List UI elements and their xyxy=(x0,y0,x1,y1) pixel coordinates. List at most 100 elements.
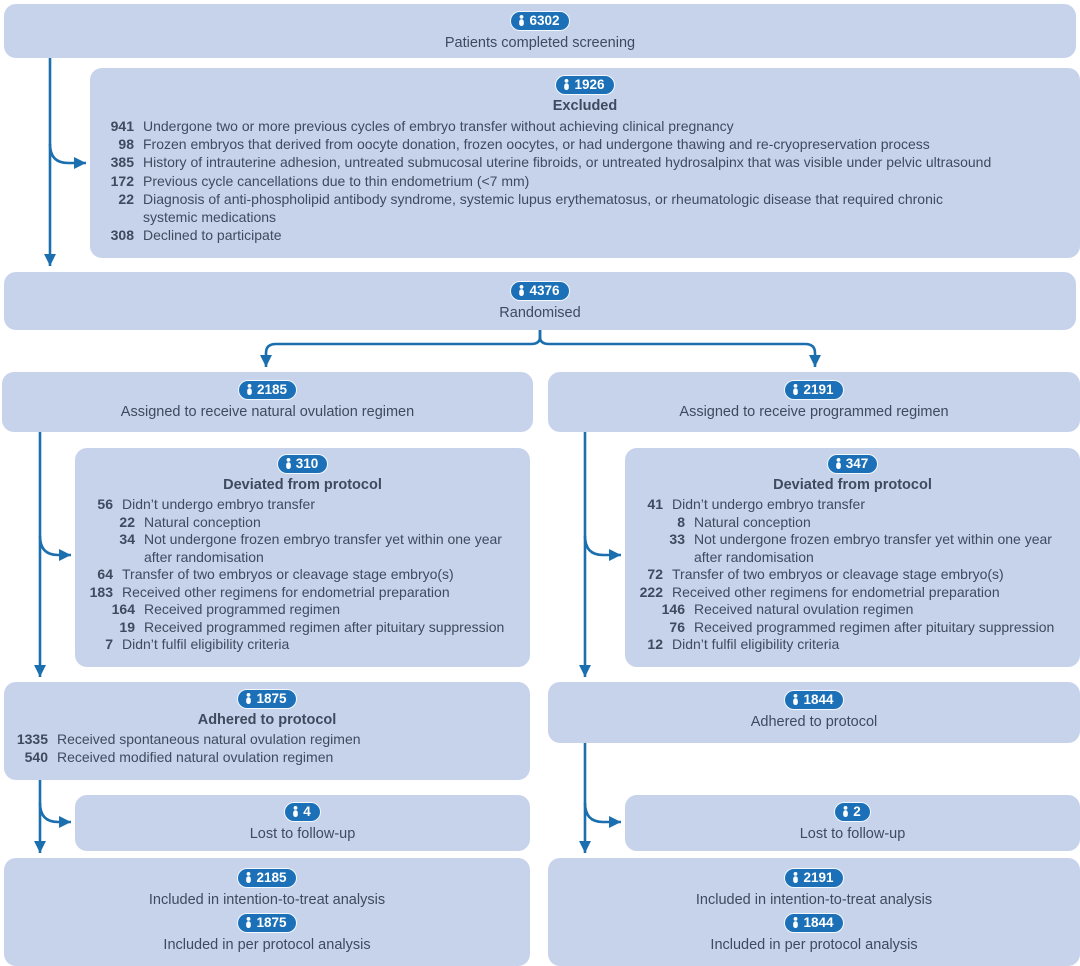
item-count: 64 xyxy=(97,566,113,582)
item-text: Received programmed regimen after pituit… xyxy=(694,618,1055,635)
person-icon xyxy=(246,872,252,883)
per-protocol-analysis: 1875 Included in per protocol analysis xyxy=(163,913,371,954)
item-text: Not undergone frozen embryo transfer yet… xyxy=(144,531,502,565)
item-text: Declined to participate xyxy=(143,227,282,244)
list-item: 19 Received programmed regimen after pitu… xyxy=(75,619,530,637)
box-label: Included in per protocol analysis xyxy=(163,937,371,953)
itt-analysis: 2191 Included in intention-to-treat anal… xyxy=(696,868,932,909)
item-count: 1335 xyxy=(16,731,48,747)
count-value: 1875 xyxy=(256,915,287,930)
count-badge: 1875 xyxy=(237,689,297,709)
count-value: 347 xyxy=(845,456,869,471)
programmed-adhered-box: 1844 Adhered to protocol xyxy=(548,682,1080,743)
item-text: Didn’t undergo embryo transfer xyxy=(122,496,315,512)
item-text: Diagnosis of anti-phospholipid antibody … xyxy=(143,190,943,226)
item-text: Previous cycle cancellations due to thin… xyxy=(143,172,530,189)
item-count: 72 xyxy=(647,566,663,582)
count-value: 6302 xyxy=(529,13,560,28)
count-value: 2 xyxy=(853,804,861,819)
list-item: 22 Diagnosis of anti-phospholipid antibod… xyxy=(90,190,1080,226)
item-count: 7 xyxy=(105,636,113,652)
person-icon xyxy=(835,458,841,469)
item-count: 172 xyxy=(110,172,134,189)
item-count: 12 xyxy=(647,636,663,652)
box-label: Included in intention-to-treat analysis xyxy=(148,892,386,908)
box-title: Deviated from protocol xyxy=(773,477,932,493)
count-value: 2185 xyxy=(256,870,287,885)
screening-box: 6302 Patients completed screening xyxy=(4,4,1076,58)
list-item: 7 Didn’t fulfil eligibility criteria xyxy=(75,636,530,654)
count-badge: 4376 xyxy=(510,281,570,301)
list-item: 172 Previous cycle cancellations due to t… xyxy=(90,172,1080,190)
person-icon xyxy=(285,458,291,469)
count-badge: 1844 xyxy=(784,913,844,933)
count-value: 2191 xyxy=(803,870,834,885)
count-badge: 310 xyxy=(276,454,329,474)
count-badge: 1844 xyxy=(784,690,844,710)
programmed-assigned-box: 2191 Assigned to receive programmed regi… xyxy=(548,372,1080,432)
item-count: 76 xyxy=(669,618,685,635)
item-count: 41 xyxy=(647,496,663,512)
person-icon xyxy=(843,806,849,817)
count-value: 4376 xyxy=(529,283,560,298)
box-label: Patients completed screening xyxy=(444,35,636,51)
programmed-analysis-box: 2191 Included in intention-to-treat anal… xyxy=(548,858,1080,966)
arrow-right-to-deviated xyxy=(583,535,621,561)
person-icon xyxy=(793,917,799,928)
count-badge: 4 xyxy=(284,802,321,822)
list-item: 308 Declined to participate xyxy=(90,226,1080,244)
item-count: 22 xyxy=(118,190,134,207)
item-count: 308 xyxy=(110,227,134,244)
count-badge: 1875 xyxy=(237,913,297,933)
item-count: 19 xyxy=(119,618,135,635)
item-text: Frozen embryos that derived from oocyte … xyxy=(143,136,930,153)
item-count: 146 xyxy=(661,601,685,617)
count-badge: 2191 xyxy=(784,868,844,888)
item-count: 540 xyxy=(24,748,48,765)
count-value: 310 xyxy=(295,456,319,471)
item-text: Received other regimens for endometrial … xyxy=(122,583,450,600)
item-count: 22 xyxy=(119,513,135,530)
natural-assigned-box: 2185 Assigned to receive natural ovulati… xyxy=(2,372,533,432)
item-text: Received programmed regimen after pituit… xyxy=(144,618,505,635)
item-count: 164 xyxy=(111,601,135,617)
arrow-to-excluded xyxy=(48,143,86,169)
count-badge: 6302 xyxy=(510,11,570,31)
item-text: Didn’t undergo embryo transfer xyxy=(672,496,865,512)
item-count: 33 xyxy=(669,531,685,547)
item-count: 34 xyxy=(119,531,135,547)
person-icon xyxy=(247,384,252,395)
person-icon xyxy=(519,15,525,26)
box-title: Deviated from protocol xyxy=(223,477,382,493)
item-text: Received other regimens for endometrial … xyxy=(672,583,1000,600)
count-badge: 347 xyxy=(826,454,879,474)
list-item: 41 Didn’t undergo embryo transfer xyxy=(625,496,1080,514)
item-text: Didn’t fulfil eligibility criteria xyxy=(122,636,290,652)
natural-lost-box: 4 Lost to follow-up xyxy=(75,795,530,851)
arrow-split-right xyxy=(538,330,821,367)
count-value: 4 xyxy=(303,804,311,819)
arrow-split-left xyxy=(260,330,542,367)
count-value: 1926 xyxy=(574,77,605,92)
item-count: 8 xyxy=(677,513,685,530)
natural-analysis-box: 2185 Included in intention-to-treat anal… xyxy=(4,858,530,966)
item-text: History of intrauterine adhesion, untrea… xyxy=(143,154,992,171)
person-icon xyxy=(793,384,799,395)
